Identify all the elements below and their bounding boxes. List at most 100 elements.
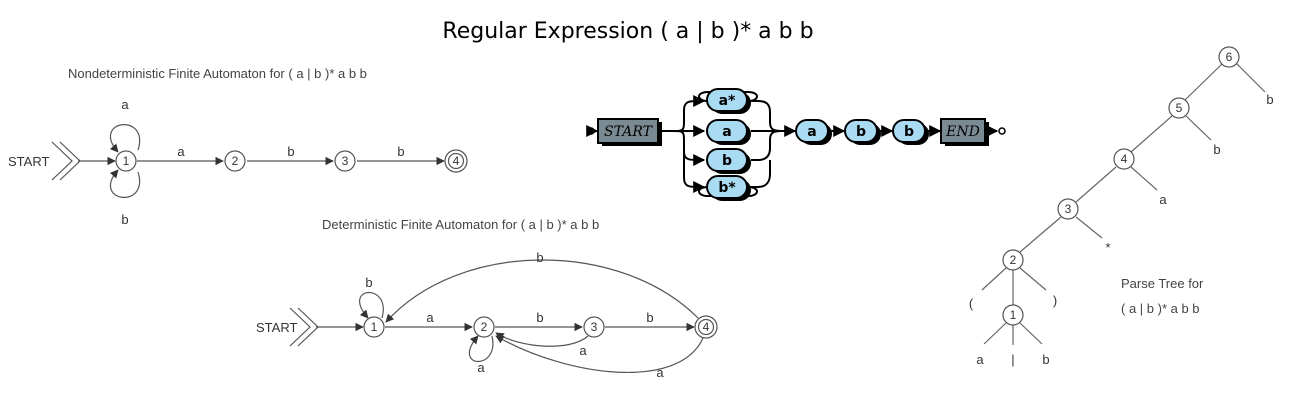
tree-leaf-b3: b bbox=[1042, 352, 1049, 367]
tree-node-5-label: 5 bbox=[1176, 101, 1183, 115]
dfa-loop-1-label: b bbox=[365, 275, 372, 290]
tree-leaf-b1: b bbox=[1266, 92, 1273, 107]
rr-branch-astar-out bbox=[751, 100, 783, 132]
nfa-state-2-label: 2 bbox=[232, 154, 239, 168]
dfa-edge-4-1-label: b bbox=[536, 250, 543, 265]
rr-seq-b2-text: b bbox=[904, 124, 914, 140]
tree-edge-1-b bbox=[1019, 322, 1043, 345]
tree-caption-line1: Parse Tree for bbox=[1121, 276, 1204, 291]
tree-node-5 bbox=[1168, 97, 1190, 119]
rr-term-a-text: a bbox=[722, 124, 731, 140]
tree-edge-6-5 bbox=[1184, 63, 1223, 101]
tree-caption-line2: ( a | b )* a b b bbox=[1121, 301, 1200, 316]
tree-node-2 bbox=[1002, 249, 1024, 271]
rr-end-dot bbox=[998, 127, 1006, 135]
nfa-diagram: Nondeterministic Finite Automaton for ( … bbox=[8, 66, 468, 227]
rr-term-astar-text: a* bbox=[719, 93, 736, 109]
rr-term-a bbox=[706, 119, 748, 143]
nfa-edge-1-2-label: a bbox=[177, 144, 185, 159]
nfa-loop-a-label: a bbox=[121, 97, 129, 112]
dfa-loop-2 bbox=[468, 335, 494, 363]
tree-node-1 bbox=[1002, 304, 1024, 326]
rr-term-bstar-text: b* bbox=[718, 180, 736, 196]
tree-leaf-star: * bbox=[1105, 240, 1110, 255]
rr-term-bstar bbox=[706, 175, 748, 199]
nfa-state-3 bbox=[334, 150, 356, 172]
nfa-edge-3-4-label: b bbox=[397, 144, 404, 159]
rr-branch-b-out bbox=[751, 130, 783, 161]
tree-edge-4-a bbox=[1130, 166, 1158, 191]
dfa-state-3-label: 3 bbox=[591, 320, 598, 334]
rr-term-astar bbox=[706, 88, 748, 112]
dfa-state-1 bbox=[363, 316, 385, 338]
nfa-edge-2-3-label: b bbox=[287, 144, 294, 159]
nfa-state-4-label: 4 bbox=[453, 154, 460, 168]
rr-branch-bstar-in bbox=[683, 150, 706, 193]
dfa-state-2 bbox=[473, 316, 495, 338]
nfa-start-label: START bbox=[8, 154, 49, 169]
nfa-caption: Nondeterministic Finite Automaton for ( … bbox=[68, 66, 367, 81]
dfa-loop-1 bbox=[359, 291, 384, 319]
tree-leaf-b2: b bbox=[1213, 142, 1220, 157]
nfa-loop-b-label: b bbox=[121, 212, 128, 227]
tree-edge-6-b bbox=[1236, 63, 1266, 93]
rr-branch-bstar-out bbox=[751, 160, 771, 188]
rr-branch-b-in bbox=[671, 130, 706, 166]
tree-node-4 bbox=[1113, 148, 1135, 170]
tree-node-3 bbox=[1057, 198, 1079, 220]
tree-leaf-lparen: ( bbox=[969, 296, 974, 311]
nfa-start-chevron-inner bbox=[59, 141, 81, 181]
nfa-state-4 bbox=[447, 152, 465, 170]
rr-branch-astar-in bbox=[671, 95, 706, 132]
page-title: Regular Expression ( a | b )* a b b bbox=[442, 19, 813, 44]
dfa-edge-3-2 bbox=[495, 332, 589, 347]
dfa-state-1-label: 1 bbox=[371, 320, 378, 334]
dfa-state-4 bbox=[697, 318, 715, 336]
nfa-state-3-label: 3 bbox=[342, 154, 349, 168]
tree-node-1-label: 1 bbox=[1010, 308, 1017, 322]
nfa-loop-b bbox=[109, 169, 141, 198]
dfa-start-label: START bbox=[256, 320, 297, 335]
tree-edge-2-rparen bbox=[1019, 267, 1047, 291]
rr-term-b-text: b bbox=[722, 153, 732, 169]
rr-seq-a-text: a bbox=[807, 124, 816, 140]
dfa-edge-2-3-label: b bbox=[536, 310, 543, 325]
dfa-state-4-label: 4 bbox=[703, 320, 710, 334]
tree-edge-4-3 bbox=[1075, 166, 1117, 203]
tree-node-4-label: 4 bbox=[1121, 152, 1128, 166]
rr-start-dot bbox=[587, 127, 595, 135]
tree-node-2-label: 2 bbox=[1010, 253, 1017, 267]
tree-edge-5-b bbox=[1185, 115, 1212, 141]
nfa-state-2 bbox=[224, 150, 246, 172]
dfa-edge-3-2-label: a bbox=[579, 343, 587, 358]
parse-tree: 6 5 4 3 2 1 b b a * ( ) a | b Parse Tree… bbox=[969, 46, 1274, 367]
dfa-edge-4-2 bbox=[495, 335, 704, 373]
dfa-state-2-label: 2 bbox=[481, 320, 488, 334]
rr-term-b bbox=[706, 148, 748, 172]
tree-leaf-a: a bbox=[1159, 192, 1167, 207]
tree-leaf-rparen: ) bbox=[1053, 293, 1057, 308]
nfa-start-chevron-outer bbox=[51, 141, 73, 181]
rr-end-text: END bbox=[945, 124, 980, 140]
dfa-edge-3-4-label: b bbox=[646, 310, 653, 325]
dfa-state-3 bbox=[583, 316, 605, 338]
dfa-loop-2-label: a bbox=[477, 360, 485, 375]
tree-node-6-label: 6 bbox=[1226, 50, 1233, 64]
dfa-edge-1-2-label: a bbox=[426, 310, 434, 325]
tree-edge-3-star bbox=[1075, 216, 1103, 239]
dfa-diagram: Deterministic Finite Automaton for ( a |… bbox=[256, 217, 718, 380]
dfa-edge-4-1 bbox=[385, 259, 699, 323]
dfa-edge-4-2-label: a bbox=[656, 365, 664, 380]
nfa-state-1-label: 1 bbox=[123, 154, 130, 168]
tree-edge-1-a bbox=[983, 322, 1007, 345]
tree-node-6 bbox=[1218, 46, 1240, 68]
nfa-state-1 bbox=[115, 150, 137, 172]
dfa-start-chevron-inner bbox=[297, 307, 319, 347]
dfa-caption: Deterministic Finite Automaton for ( a |… bbox=[322, 217, 599, 232]
rr-seq-b1-text: b bbox=[856, 124, 866, 140]
tree-leaf-a2: a bbox=[976, 352, 984, 367]
rr-start-text: START bbox=[604, 124, 654, 140]
nfa-loop-a bbox=[109, 124, 141, 153]
railroad-diagram: START a* a b b* a b bbox=[586, 88, 1006, 201]
